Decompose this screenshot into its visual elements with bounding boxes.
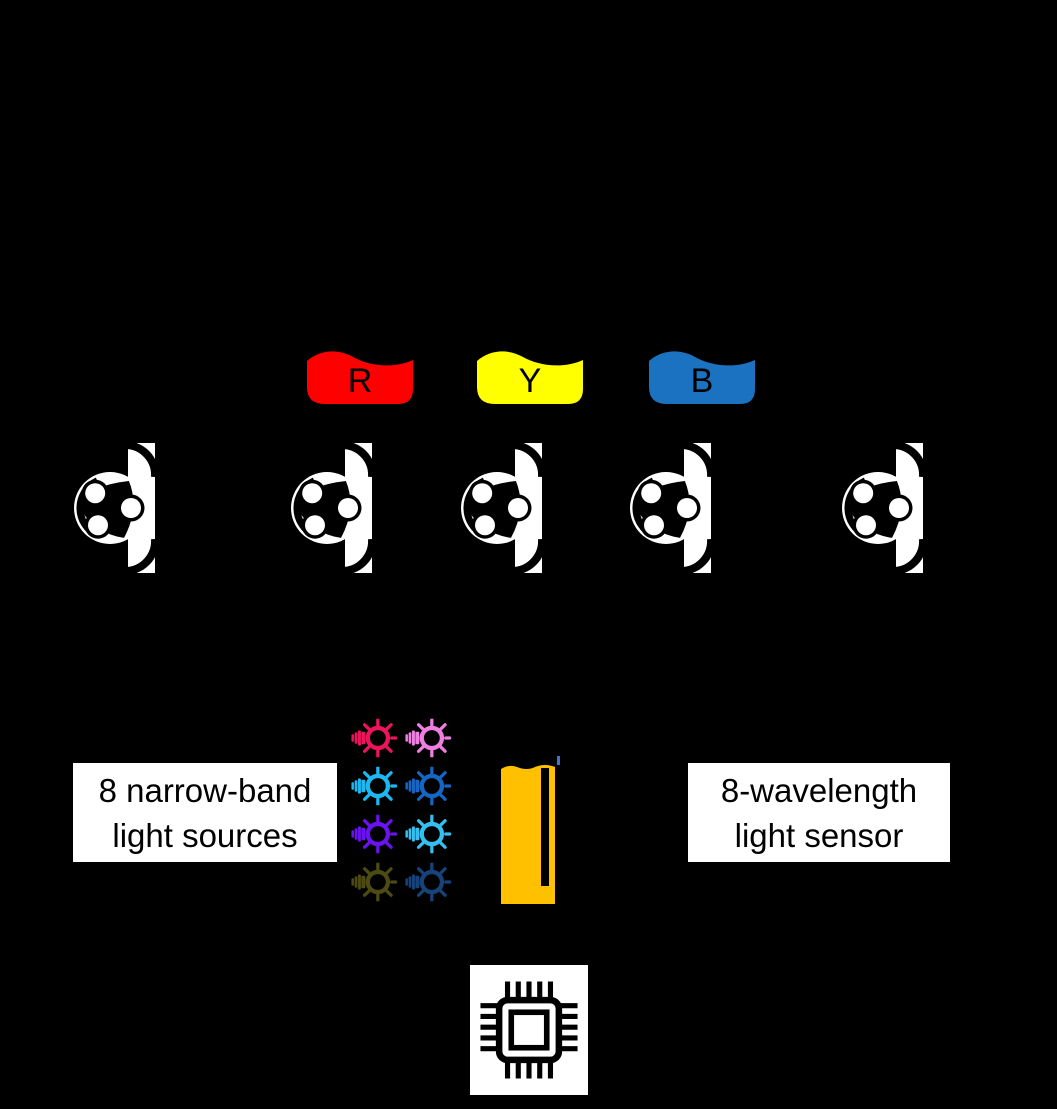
peristaltic-pump-icon [840, 443, 940, 573]
peristaltic-pump-icon [289, 443, 389, 573]
light-sensor-label: 8-wavelength light sensor [688, 763, 950, 862]
light-bulb-rays-icon [350, 718, 398, 758]
dye-reservoir-b: B [647, 347, 757, 409]
light-bulb-rays-icon [404, 814, 452, 854]
light-bulb-rays-icon [350, 766, 398, 806]
tube-mark [557, 756, 560, 765]
light-bulb-rays-icon [350, 862, 398, 902]
light-sensor-label-line1: 8-wavelength [720, 771, 918, 809]
reservoir-label: Y [518, 362, 542, 400]
cuvette-liquid [501, 762, 555, 904]
light-sensor-label-line2: light sensor [734, 816, 904, 854]
reservoir-label: R [347, 362, 373, 400]
light-sources-label-line1: 8 narrow-band [98, 771, 312, 809]
microchip-icon [473, 968, 585, 1092]
peristaltic-pump-icon [459, 443, 559, 573]
peristaltic-pump-icon [72, 443, 172, 573]
light-bulb-rays-icon [404, 862, 452, 902]
microcontroller [470, 965, 588, 1095]
light-bulb-rays-icon [404, 766, 452, 806]
reservoir-label: B [690, 362, 714, 400]
dye-reservoir-y: Y [475, 347, 585, 409]
light-sources-grid [350, 718, 452, 902]
cuvette-icon [501, 762, 555, 904]
light-sources-label: 8 narrow-band light sources [73, 763, 337, 862]
peristaltic-pump-icon [628, 443, 728, 573]
dye-reservoir-r: R [305, 347, 415, 409]
light-bulb-rays-icon [350, 814, 398, 854]
light-bulb-rays-icon [404, 718, 452, 758]
light-sources-label-line2: light sources [112, 816, 298, 854]
